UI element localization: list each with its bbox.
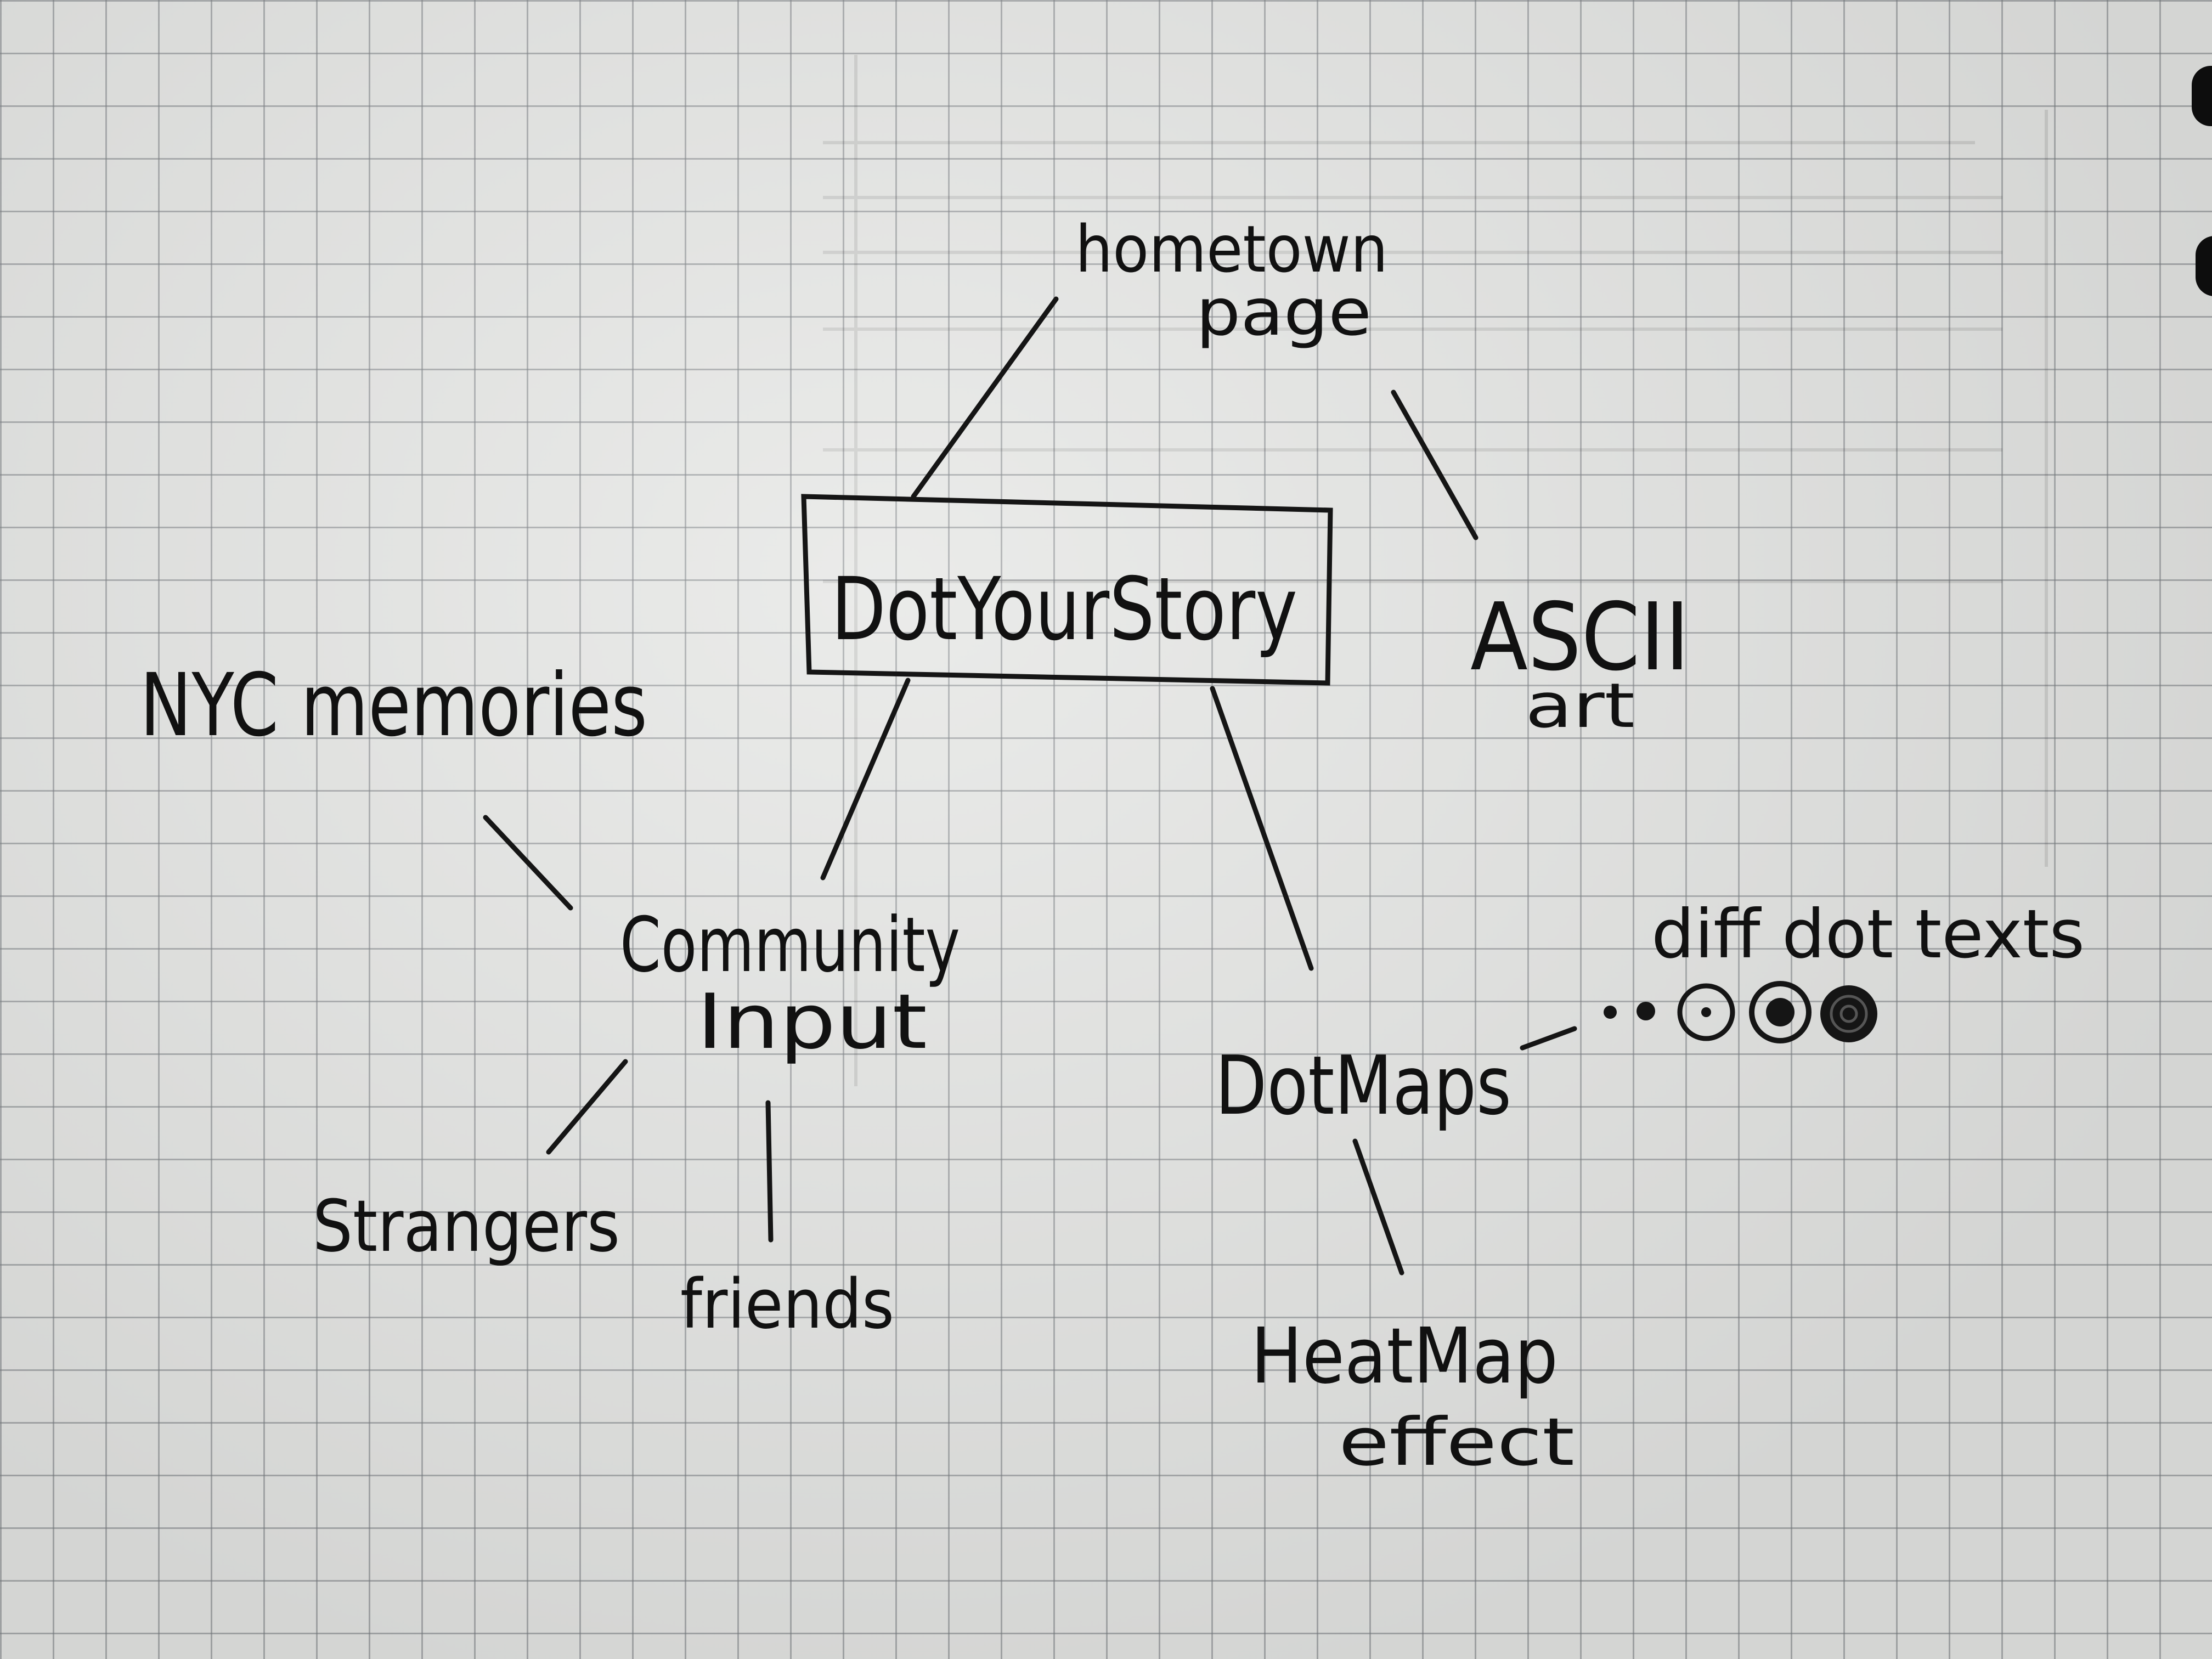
nyc-memories-label: NYC memories (140, 655, 647, 756)
heatmap-label-line2: effect (1339, 1404, 1575, 1481)
hometown-label-line2: page (1196, 274, 1372, 350)
node-heatmap-effect: HeatMap effect (1251, 1312, 1575, 1481)
node-hometown-page: hometown page (1075, 211, 1388, 350)
center-node: DotYourStory (801, 494, 1333, 686)
line-center-to-hometown (911, 296, 1059, 499)
dot-ring-double (1749, 981, 1812, 1043)
community-label-line1: Community (620, 901, 960, 989)
binder-hole-bottom (2196, 236, 2212, 296)
line-hometown-to-ascii (1391, 390, 1479, 540)
dotmaps-label: DotMaps (1215, 1039, 1511, 1133)
community-label-line2: Input (697, 978, 927, 1066)
node-ascii-art: ASCII art (1470, 583, 1690, 742)
dot-tiny (1604, 1006, 1617, 1019)
line-center-to-dotmaps (1210, 686, 1314, 971)
center-label: DotYourStory (831, 559, 1297, 660)
binder-hole-top (2192, 66, 2212, 126)
heatmap-label-line1: HeatMap (1251, 1312, 1558, 1401)
line-center-to-community (820, 678, 911, 881)
friends-label: friends (680, 1265, 894, 1344)
line-dotmaps-to-heatmap (1352, 1138, 1404, 1276)
dot-ring-outline (1677, 983, 1735, 1041)
ascii-label-line1: ASCII (1470, 583, 1690, 692)
dot-small (1637, 1002, 1655, 1020)
line-dotmaps-to-dottexts (1520, 1026, 1577, 1051)
dot-progression-sketch (1604, 981, 1877, 1043)
strangers-label: Strangers (313, 1184, 620, 1268)
line-nyc-to-community (483, 815, 573, 911)
node-community-input: Community Input (620, 901, 960, 1066)
center-box (801, 494, 1333, 686)
ascii-label-line2: art (1525, 670, 1635, 742)
hometown-label-line1: hometown (1075, 211, 1388, 287)
diff-dot-texts-label: diff dot texts (1651, 895, 2085, 973)
connector-lines (483, 296, 1577, 1276)
line-community-to-strangers (546, 1059, 628, 1155)
dot-filled-spiral (1820, 985, 1877, 1042)
line-community-to-friends (765, 1100, 774, 1243)
